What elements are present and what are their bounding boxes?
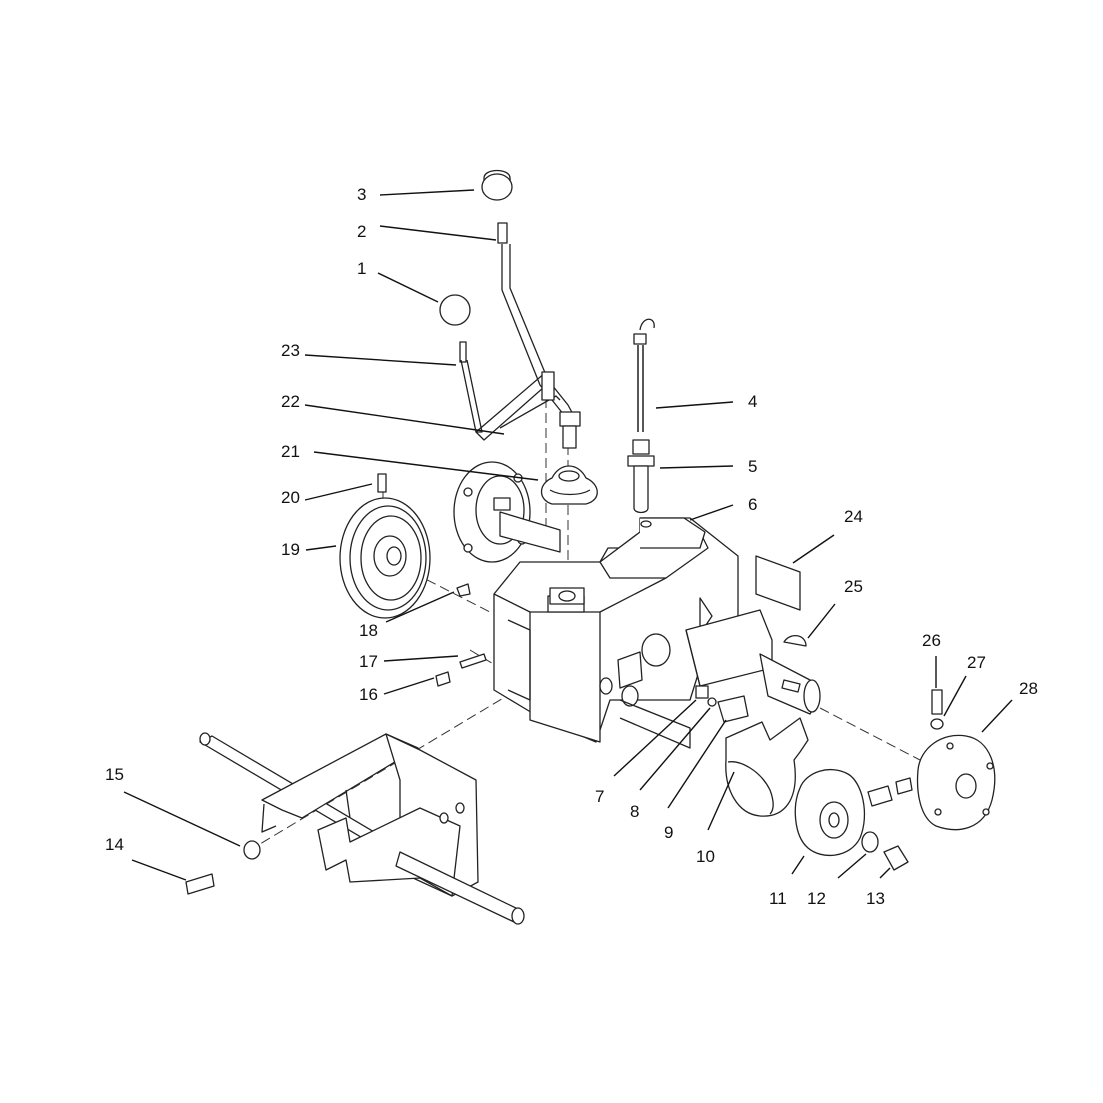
leader-25	[807, 603, 836, 639]
key-part-25	[783, 635, 807, 647]
leader-11	[791, 855, 805, 875]
callout-26: 26	[922, 631, 941, 650]
leader-lines	[123, 189, 1013, 881]
callout-18: 18	[359, 621, 378, 640]
callout-17: 17	[359, 652, 378, 671]
callout-9: 9	[664, 823, 673, 842]
key-part-18	[456, 583, 471, 597]
gasket-part-24	[755, 555, 801, 611]
transmission-housing-part-6	[493, 517, 821, 749]
leader-19	[305, 545, 337, 551]
callout-11: 11	[769, 889, 787, 908]
callout-19: 19	[281, 540, 300, 559]
shift-lever-assembly	[481, 169, 581, 449]
leader-10	[707, 771, 735, 831]
leader-3	[379, 189, 475, 196]
callout-16: 16	[359, 685, 378, 704]
callout-22: 22	[281, 392, 300, 411]
callout-27: 27	[967, 653, 986, 672]
brake-band-part-10	[725, 717, 809, 817]
bolt-part-13	[883, 845, 909, 871]
callout-25: 25	[844, 577, 863, 596]
callout-10: 10	[696, 847, 715, 866]
leader-23	[304, 354, 457, 366]
leader-24	[792, 534, 835, 564]
leader-21	[313, 451, 539, 481]
callout-12: 12	[807, 889, 826, 908]
callout-20: 20	[281, 488, 300, 507]
leader-2	[379, 225, 497, 241]
leader-6	[689, 504, 734, 521]
callout-24: 24	[844, 507, 863, 526]
hand-lever-assembly	[439, 294, 561, 441]
bolt-part-14	[185, 873, 215, 895]
leader-12	[837, 853, 867, 879]
bolt-part-17	[459, 653, 487, 669]
lever-tip-part-2	[497, 222, 508, 244]
callout-8: 8	[630, 802, 639, 821]
leader-20	[304, 483, 373, 501]
callout-1: 1	[357, 259, 366, 278]
callout-7: 7	[595, 787, 604, 806]
callout-3: 3	[357, 185, 366, 204]
callout-28: 28	[1019, 679, 1038, 698]
set-screw-part-26	[931, 689, 943, 715]
leader-16	[383, 677, 435, 695]
callout-15: 15	[105, 765, 124, 784]
input-flange	[453, 461, 561, 563]
leader-22	[304, 404, 505, 435]
leader-4	[655, 401, 734, 409]
leader-15	[123, 791, 241, 847]
fitting-part-7	[695, 685, 709, 699]
dipstick-assembly	[627, 318, 655, 514]
leader-18	[385, 591, 455, 623]
nut-part-27	[930, 718, 944, 730]
callout-21: 21	[281, 442, 300, 461]
boot-part-21	[540, 465, 598, 505]
leader-17	[383, 655, 459, 662]
leader-28	[981, 699, 1013, 733]
callout-6: 6	[748, 495, 757, 514]
flange-part-28	[916, 734, 996, 831]
leader-9	[667, 719, 727, 809]
callout-4: 4	[748, 392, 757, 411]
leader-8	[639, 707, 711, 791]
knob-part-1	[439, 294, 471, 326]
callout-13: 13	[866, 889, 885, 908]
pulley-part-19	[339, 473, 471, 619]
washer-part-8	[707, 697, 717, 707]
callout-23: 23	[281, 341, 300, 360]
washer-part-12	[861, 831, 879, 853]
leader-14	[131, 859, 187, 881]
bracket-part-9	[717, 695, 749, 723]
screw-part-20	[377, 473, 387, 493]
leader-7	[613, 699, 697, 777]
leader-27	[943, 675, 967, 717]
callout-14: 14	[105, 835, 124, 854]
mounting-frame	[199, 732, 525, 925]
brake-drum-part-11	[794, 769, 866, 857]
leader-5	[659, 465, 734, 469]
washer-part-15	[243, 840, 261, 860]
leader-1	[377, 272, 439, 303]
callout-labels: 3 2 1 23 22 21 20 19 18 17 16 4 5 6 24 2…	[105, 185, 1038, 908]
stud-between-drum-and-flange	[867, 777, 913, 807]
callout-5: 5	[748, 457, 757, 476]
leader-13	[879, 867, 891, 879]
nut-part-16	[435, 671, 451, 687]
callout-2: 2	[357, 222, 366, 241]
